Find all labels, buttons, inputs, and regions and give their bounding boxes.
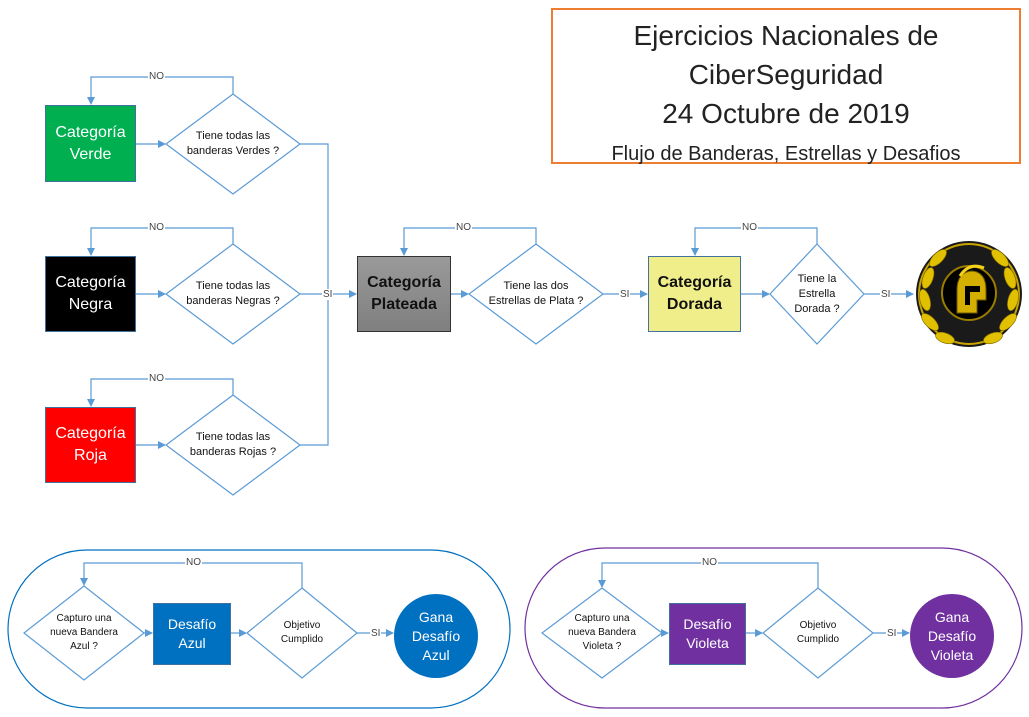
subtitle: Flujo de Banderas, Estrellas y Desafios	[611, 143, 961, 165]
title-box: Ejercicios Nacionales de CiberSeguridad …	[551, 8, 1021, 165]
challenge-azul-group	[7, 549, 511, 709]
title-line-2: CiberSeguridad	[688, 59, 884, 90]
azul-question-diamond	[23, 585, 145, 681]
si-label-merge: SI	[322, 289, 334, 300]
no-label-negra: NO	[148, 222, 165, 233]
decision-verde-text: Tiene todas las banderas Verdes ?	[186, 130, 280, 157]
azul-question-text: Capturo una nueva Bandera Azul ?	[50, 613, 118, 652]
gana-desafio-azul-circle: Gana Desafío Azul	[394, 594, 478, 678]
title-line-1: Ejercicios Nacionales de	[633, 20, 939, 51]
challenge-violeta-group	[524, 547, 1023, 709]
no-label-dorada: NO	[741, 222, 758, 233]
no-label-roja: NO	[148, 373, 165, 384]
decision-negra-diamond	[164, 243, 302, 345]
si-label-violeta: SI	[886, 628, 898, 639]
desafio-violeta-box: Desafío Violeta	[669, 603, 746, 665]
title-line-3: 24 Octubre de 2019	[662, 98, 910, 129]
no-label-plata: NO	[455, 222, 472, 233]
categoria-negra-box: Categoría Negra	[45, 256, 136, 332]
si-label-dorada: SI	[880, 289, 892, 300]
azul-objective-text: Objetivo Cumplido	[280, 620, 324, 645]
decision-verde-diamond	[164, 93, 302, 195]
decision-dorada-diamond	[769, 243, 865, 345]
categoria-plateada-box: Categoría Plateada	[357, 256, 451, 332]
categoria-dorada-box: Categoría Dorada	[648, 256, 741, 332]
no-label-azul: NO	[185, 557, 202, 568]
desafio-azul-box: Desafío Azul	[153, 603, 231, 665]
no-label-violeta: NO	[701, 557, 718, 568]
violeta-question-diamond	[541, 587, 663, 679]
categoria-roja-box: Categoría Roja	[45, 407, 136, 483]
laurel-helmet-emblem-icon	[916, 241, 1022, 347]
si-label-plata: SI	[619, 289, 631, 300]
decision-plata-diamond	[467, 243, 605, 345]
decision-roja-text: Tiene todas las banderas Rojas ?	[189, 431, 277, 458]
decision-dorada-text: Tiene la Estrella Dorada ?	[794, 272, 840, 315]
decision-roja-diamond	[164, 394, 302, 496]
violeta-objective-text: Objetivo Cumplido	[796, 620, 840, 645]
azul-objective-diamond	[246, 587, 358, 679]
decision-plata-text: Tiene las dos Estrellas de Plata ?	[488, 280, 584, 307]
categoria-verde-box: Categoría Verde	[45, 105, 136, 182]
decision-negra-text: Tiene todas las banderas Negras ?	[186, 280, 280, 307]
violeta-question-text: Capturo una nueva Bandera Violeta ?	[568, 613, 636, 652]
violeta-objective-diamond	[762, 587, 874, 679]
no-label-verde: NO	[148, 71, 165, 82]
gana-desafio-violeta-circle: Gana Desafío Violeta	[910, 594, 994, 678]
si-label-azul: SI	[370, 628, 382, 639]
